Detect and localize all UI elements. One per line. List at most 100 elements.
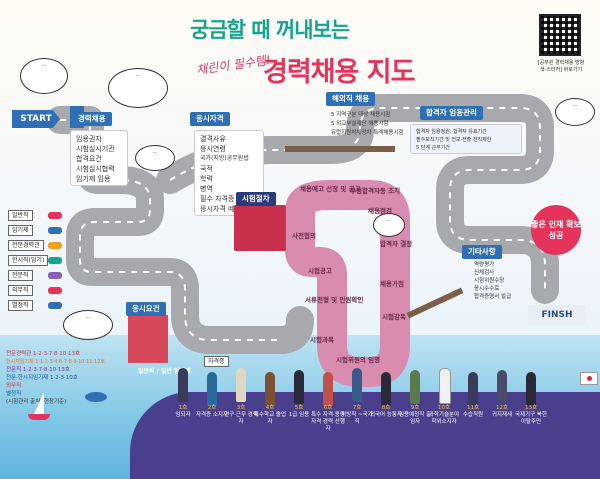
rail-track — [285, 146, 395, 152]
pink-road-label: 시험위원의 임명 — [336, 356, 381, 364]
flag-icon — [580, 372, 598, 385]
sailboat-icon — [34, 392, 44, 414]
list-item: 신체검사 — [474, 270, 495, 276]
list-item: 학력 — [200, 175, 213, 183]
list-item: 역량평가 — [474, 262, 495, 268]
left-label: 전문경력관 — [8, 240, 44, 251]
list-item: 합격자 임용정원, 합격자 유효기간 — [416, 129, 487, 135]
person-figure — [236, 368, 246, 402]
speech-bubble: ⋯ — [108, 68, 168, 108]
speech-bubble: ⋯ — [20, 58, 68, 94]
car-icon — [48, 257, 62, 264]
pink-road-label: 서류전형 및 인원확인 — [305, 296, 364, 304]
left-label: 외무직 — [8, 285, 33, 296]
car-icon — [48, 287, 62, 294]
section-header: 해외직 채용 — [326, 92, 376, 106]
list-item: 임기제 임용 — [76, 175, 111, 183]
list-item: 시험실시기관 — [76, 145, 115, 153]
list-item: 병역 — [200, 185, 213, 193]
list-item: 시험실시협력 — [76, 165, 115, 173]
qr-code[interactable] — [539, 14, 581, 56]
page-title-line1: 궁금할 때 꺼내보는 — [190, 18, 350, 42]
list-item: 필수보직기간 및 전보·전출·전직제한 — [416, 137, 492, 143]
car-icon — [48, 212, 62, 219]
section-box: 역량평가 신체검사 시험위원수당 응시수수료 합격증명서 발급 — [474, 261, 534, 301]
left-label: 전문직 — [8, 270, 33, 281]
section-header: 합격자 임용관리 — [420, 106, 483, 120]
section-header-exam-req: 응시요건 — [126, 302, 166, 316]
person-figure — [410, 370, 420, 404]
list-item: 5 외교부설재단 채용시험 — [331, 121, 389, 127]
car-icon — [48, 272, 62, 279]
pink-road-label: 시험공고 — [308, 267, 332, 275]
exam-req-building-icon — [128, 315, 168, 363]
list-item: 임용권자 — [76, 135, 102, 143]
pink-road-label: 채용예고 선정 및 공고 — [300, 185, 361, 193]
sailboat-hull — [28, 414, 50, 420]
general-label: 일반직 / 일반 임기제 — [138, 368, 191, 375]
list-item: 합격요건 — [76, 155, 102, 163]
person-figure — [381, 372, 391, 406]
pink-road-label: 사전협의 — [292, 232, 316, 240]
list-item: 국가(지방)공무원법 — [200, 155, 249, 162]
person-figure — [178, 368, 188, 402]
pink-road-label: 채용점검 — [368, 207, 392, 215]
pink-road-label: 시험감독 — [382, 313, 406, 321]
pink-road-label: 부정합격자등 조치 — [350, 187, 401, 195]
left-label: 일반직 — [8, 210, 33, 221]
person-figure — [352, 368, 362, 402]
list-item: 합격증명서 발급 — [474, 294, 512, 300]
list-item: 시험위원수당 — [474, 278, 505, 284]
list-item: 필수 자격증 — [200, 195, 235, 203]
dolphin-icon — [85, 392, 107, 402]
person-figure — [468, 372, 478, 406]
car-icon — [48, 227, 62, 234]
person-figure — [526, 372, 536, 406]
list-item: 5 지역구분 대상 채용시험 — [331, 112, 391, 118]
legend-item: 전문경력관 1·2·3·7·8·10·13호 — [6, 351, 81, 357]
list-item: 응시연령 — [200, 145, 226, 153]
person-figure — [294, 370, 304, 404]
left-label: 한시직(임기) — [8, 255, 49, 266]
list-item: 5 단계 근무기간 — [416, 145, 450, 151]
section-box: 임용권자 시험실시기관 합격요건 시험실시협력 임기제 임용 — [70, 130, 128, 186]
stage-ground — [130, 392, 600, 479]
pink-road-label: 합격자 결정 — [380, 240, 413, 248]
legend-item: 전문·한시지임기제 1·2·3·10호 — [6, 375, 78, 381]
legend-item: 한시지임기제 1·1·2·3·4·6·7·8·9·10·11·12호 — [6, 359, 105, 365]
left-label: 별정직 — [8, 300, 33, 311]
finish-marker: FINSH — [528, 305, 586, 325]
person-figure — [265, 372, 275, 406]
legend-item: 전문직 1·2·3·7·8·10·13호 — [6, 367, 70, 373]
speech-bubble: ⋯ — [63, 310, 113, 340]
list-item: 유럽지원처채양차 특례채용시험 — [331, 130, 404, 136]
person-figure — [497, 370, 507, 404]
qr-caption: [공무원 경력채용 방향 색-스티커] 바로가기 — [537, 60, 585, 73]
pink-road-label: 시험과목 — [310, 336, 334, 344]
legend-item: 별정직 — [6, 391, 22, 397]
legend-item: (시험관리 출처: 현장기준) — [6, 399, 67, 405]
page-title-line2: 경력채용 지도 — [263, 57, 415, 88]
person-figure — [207, 372, 217, 406]
stage-badge: 자격증 — [204, 356, 229, 367]
list-item: 응시수수료 — [474, 286, 500, 292]
section-header: 기타사항 — [462, 245, 502, 259]
pink-road-label: 채용가점 — [380, 280, 404, 288]
section-header: 경력채용 — [72, 112, 112, 126]
car-icon — [48, 302, 62, 309]
success-badge: 좋은 인재 확보 성공 — [531, 205, 581, 255]
left-label: 임기제 — [8, 225, 33, 236]
section-box: 5 지역구분 대상 채용시험 5 외교부설재단 채용시험 유럽지원처채양차 특례… — [326, 108, 424, 144]
start-marker: START — [12, 110, 60, 128]
section-header-exam-proc: 시험절차 — [236, 192, 276, 206]
list-item: 국적 — [200, 165, 213, 173]
car-icon — [48, 242, 62, 249]
